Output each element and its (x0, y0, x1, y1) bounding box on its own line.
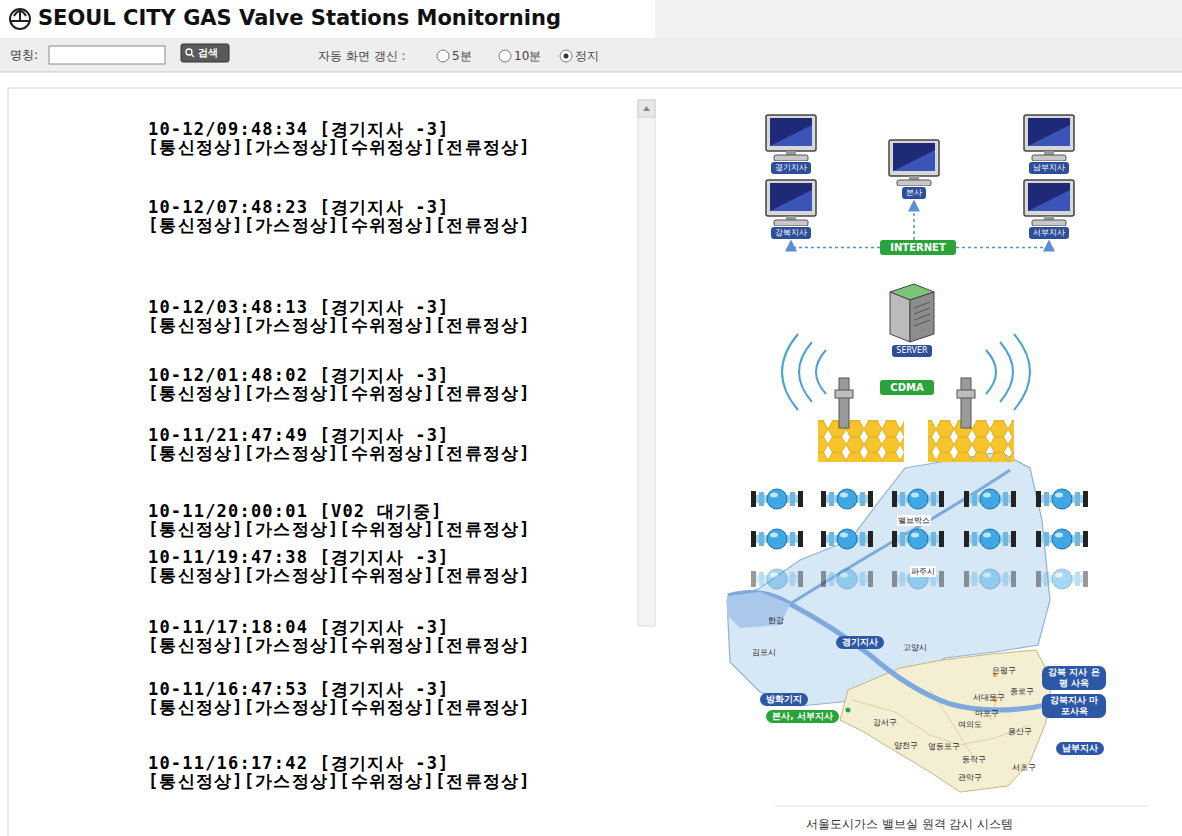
computer-icon (883, 138, 945, 186)
map-label: 밸브박스 (897, 515, 931, 526)
server-node: SERVER (884, 282, 940, 357)
map-label: 고양시 (903, 642, 927, 653)
label-pill: 남부지사 (1056, 742, 1104, 755)
computer-icon (760, 178, 822, 226)
map-label: 용산구 (1008, 726, 1032, 737)
pill-text: 방화기지 (766, 694, 802, 705)
log-status: [통신정상][가스정상][수위정상][전류정상] (148, 518, 531, 541)
map-label: 영등포구 (928, 741, 960, 752)
node-label: 경기지사 (771, 162, 811, 174)
field-label: 명칭: (10, 47, 38, 64)
label-pill: CDMA (880, 380, 934, 395)
computer-icon (1018, 113, 1080, 161)
computer-icon (760, 113, 822, 161)
node-label: 서부지사 (1029, 227, 1069, 239)
map-label: 서초구 (1012, 762, 1036, 773)
map-label: 파주시 (910, 566, 936, 577)
radio-label: 10분 (514, 48, 541, 65)
log-status: [통신정상][가스정상][수위정상][전류정상] (148, 442, 531, 465)
log-status: [통신정상][가스정상][수위정상][전류정상] (148, 136, 531, 159)
computer-icon (1018, 178, 1080, 226)
pill-text: 남부지사 (1062, 743, 1098, 754)
map-label: 은평구 (992, 665, 1016, 676)
map-label: 한강 (768, 615, 784, 626)
log-status: [통신정상][가스정상][수위정상][전류정상] (148, 770, 531, 793)
node-label: 본사 (902, 187, 926, 199)
radio-label: 정지 (575, 48, 599, 65)
label-pill: 방화기지 (760, 693, 808, 706)
network-connector (956, 241, 1049, 248)
pill-text: CDMA (890, 382, 924, 393)
node-label: SERVER (892, 345, 931, 357)
pill-text: 경기지사 (842, 637, 878, 648)
pill-text: 강북 지사 은평 사옥 (1048, 667, 1100, 689)
log-status: [통신정상][가스정상][수위정상][전류정상] (148, 214, 531, 237)
pill-text: INTERNET (890, 242, 946, 253)
network-connector (913, 201, 915, 240)
radio-label: 5분 (452, 48, 472, 65)
refresh-label: 자동 화면 갱신 : (318, 48, 406, 65)
node-label: 남부지사 (1029, 162, 1069, 174)
map-label: 서대문구 (973, 692, 1005, 703)
log-status: [통신정상][가스정상][수위정상][전류정상] (148, 634, 531, 657)
server-icon (884, 282, 940, 344)
figure-caption: 서울도시가스 밸브실 원격 감시 시스템 (806, 816, 1013, 833)
label-pill: 강북 지사 은평 사옥 (1042, 666, 1106, 690)
node-label: 강북지사 (771, 227, 811, 239)
log-status: [통신정상][가스정상][수위정상][전류정상] (148, 696, 531, 719)
computer-node: 강북지사 (760, 178, 822, 239)
map-label: 양천구 (894, 740, 918, 751)
map-label: 종로구 (1010, 686, 1034, 697)
computer-node: 서부지사 (1018, 178, 1080, 239)
search-button-text: 검색 (198, 46, 218, 60)
computer-node: 경기지사 (760, 113, 822, 174)
pill-text: 본사, 서부지사 (772, 711, 833, 722)
pill-text: 강북지사 마포사옥 (1048, 695, 1100, 717)
map-label: 마포구 (975, 708, 999, 719)
label-pill: INTERNET (880, 240, 956, 255)
label-pill: 경기지사 (836, 636, 884, 649)
map-label: 동작구 (962, 754, 986, 765)
label-pill: 본사, 서부지사 (766, 710, 839, 723)
map-label: 강서구 (873, 717, 897, 728)
computer-node: 남부지사 (1018, 113, 1080, 174)
computer-node: 본사 (883, 138, 945, 199)
map-label: 김포시 (752, 647, 776, 658)
page-title: SEOUL CITY GAS Valve Stations Monitornin… (38, 6, 561, 30)
label-pill: 강북지사 마포사옥 (1042, 694, 1106, 718)
log-status: [통신정상][가스정상][수위정상][전류정상] (148, 564, 531, 587)
map-label: 여의도 (958, 719, 982, 730)
log-status: [통신정상][가스정상][수위정상][전류정상] (148, 382, 531, 405)
network-connector (791, 241, 880, 248)
log-status: [통신정상][가스정상][수위정상][전류정상] (148, 314, 531, 337)
map-label: 관악구 (958, 772, 982, 783)
